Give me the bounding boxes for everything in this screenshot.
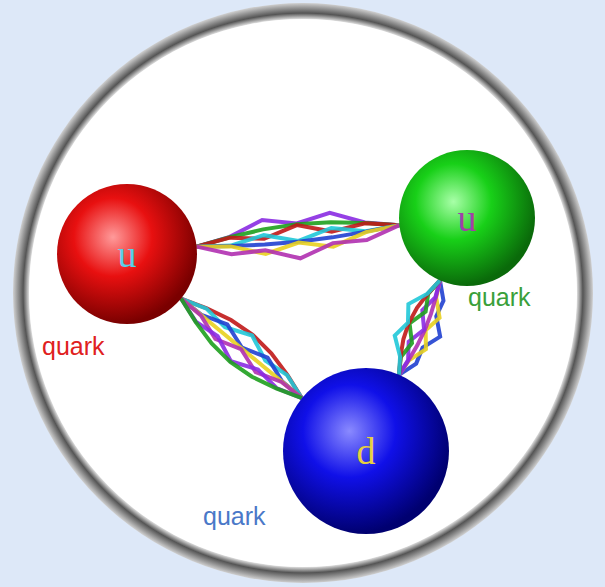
sphere-fill <box>283 368 449 534</box>
quark-label: quark <box>468 284 531 312</box>
gluon-strand <box>181 299 302 399</box>
quark-sphere: uquark <box>57 184 197 324</box>
gluon-strand <box>181 299 302 399</box>
sphere-fill <box>57 184 197 324</box>
gluon-strand <box>395 280 440 374</box>
gluon-tube <box>181 299 302 399</box>
quark-sphere: uquark <box>399 150 535 286</box>
quark-sphere: dquark <box>283 368 449 534</box>
quark-flavor: u <box>458 199 477 237</box>
proton-interior <box>29 19 577 567</box>
gluon-strand <box>181 299 302 399</box>
gluon-strand <box>181 299 302 399</box>
quark-flavor: u <box>118 235 137 273</box>
gluon-strand <box>197 225 400 258</box>
gluon-strand <box>181 299 302 399</box>
quark-label: quark <box>203 503 266 531</box>
gluon-strand <box>181 299 302 399</box>
gluon-tube <box>395 280 444 374</box>
proton-rim <box>13 3 593 583</box>
quark-flavor: d <box>357 432 376 470</box>
gluon-strand <box>181 299 302 399</box>
sphere-fill <box>399 150 535 286</box>
quark-label: quark <box>42 333 105 361</box>
gluon-tube <box>197 213 400 258</box>
